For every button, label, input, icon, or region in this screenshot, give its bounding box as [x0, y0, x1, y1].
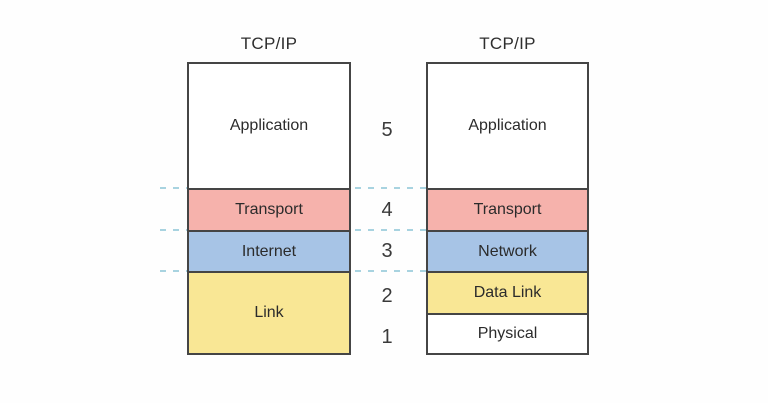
- layer-transport: Transport: [428, 188, 587, 230]
- left-stack-title: TCP/IP: [240, 34, 298, 53]
- layer-number-5: 5: [381, 119, 393, 141]
- layer-transport: Transport: [189, 188, 349, 230]
- layer-application: Application: [189, 64, 349, 188]
- layer-application: Application: [428, 64, 587, 188]
- layer-network: Network: [428, 230, 587, 271]
- layer-number-2: 2: [381, 285, 393, 307]
- layer-internet: Internet: [189, 230, 349, 271]
- right-stack-title: TCP/IP: [479, 34, 536, 53]
- layer-data-link: Data Link: [428, 271, 587, 313]
- layer-link: Link: [189, 271, 349, 353]
- layer-number-4: 4: [381, 199, 393, 221]
- left-tcpip-stack: Application Transport Internet Link: [187, 62, 351, 355]
- layer-number-1: 1: [381, 326, 393, 348]
- layer-number-3: 3: [381, 240, 393, 262]
- layer-physical: Physical: [428, 313, 587, 353]
- right-tcpip-stack: Application Transport Network Data Link …: [426, 62, 589, 355]
